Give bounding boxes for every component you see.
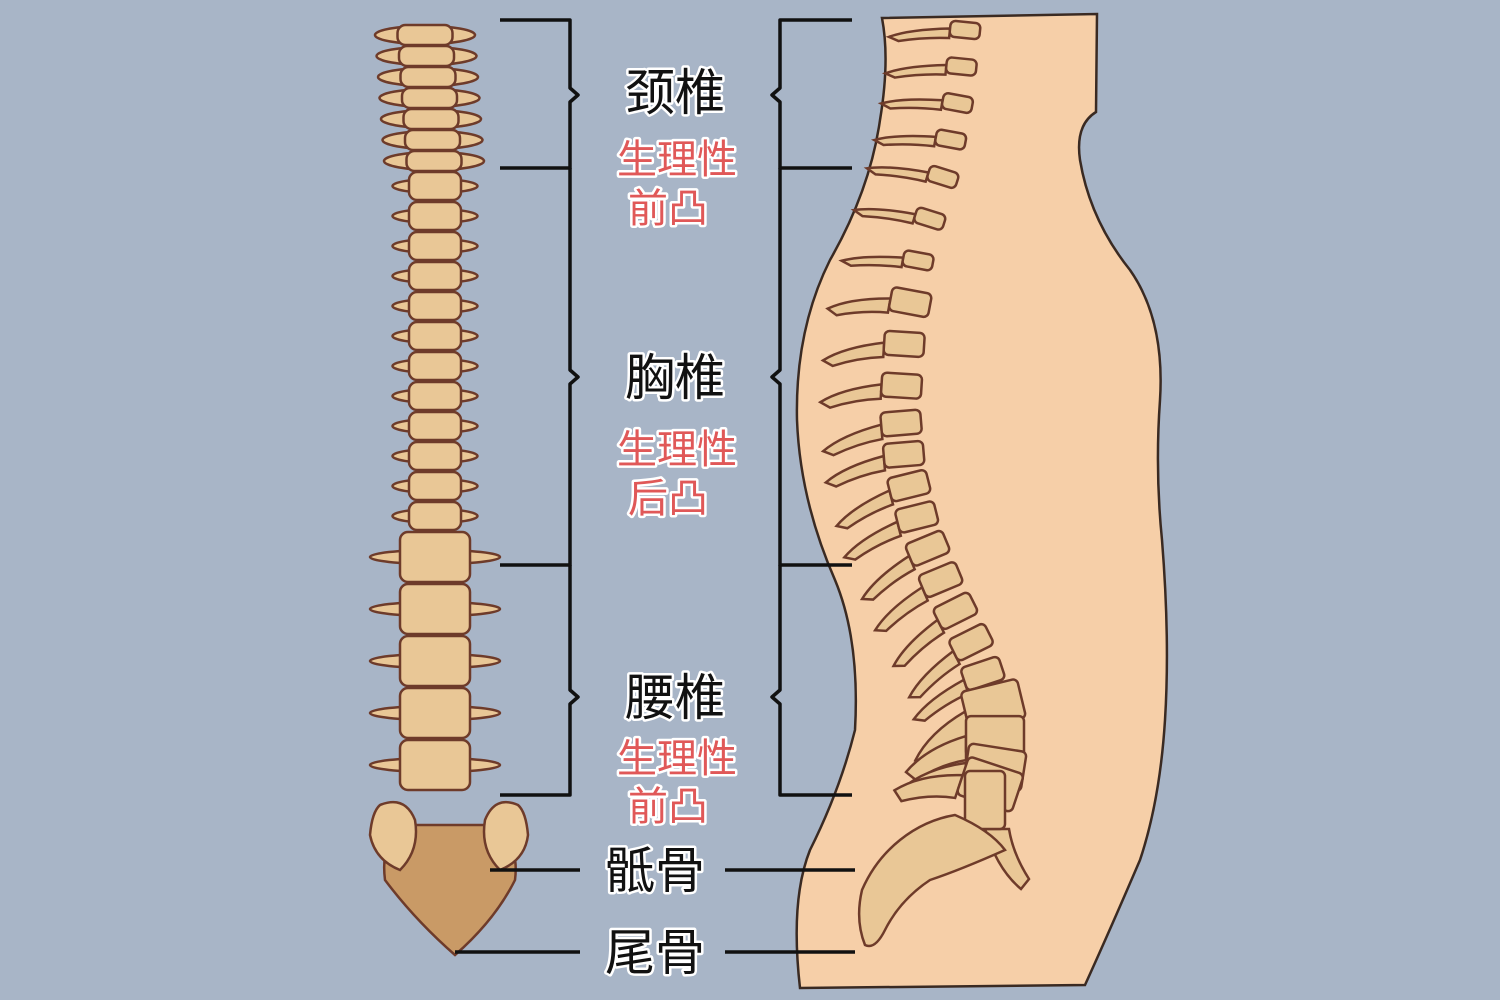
label-cervical: 颈椎 xyxy=(625,64,725,122)
label-thoracic-curve-1: 生理性 xyxy=(617,427,737,473)
front-vertebra xyxy=(391,380,479,412)
label-cervical-curve-1: 生理性 xyxy=(617,137,737,183)
front-vertebra xyxy=(391,350,479,382)
side-vertebra xyxy=(881,56,978,79)
front-ilium-right xyxy=(482,800,530,872)
front-vertebra xyxy=(368,686,502,740)
front-vertebra xyxy=(391,500,479,532)
side-vertebra xyxy=(885,19,982,43)
front-vertebra xyxy=(391,260,479,292)
side-brackets xyxy=(725,18,855,954)
side-vertebra xyxy=(911,655,1006,722)
front-vertebra xyxy=(381,128,484,152)
front-vertebra xyxy=(391,440,479,472)
side-vertebra xyxy=(850,206,947,231)
front-vertebra xyxy=(391,200,479,232)
front-vertebra xyxy=(391,230,479,262)
side-vertebra xyxy=(877,92,975,115)
front-vertebra xyxy=(373,23,477,47)
front-vertebra xyxy=(379,107,483,131)
label-coccyx: 尾骨 xyxy=(605,924,705,982)
front-ilium-left xyxy=(368,800,418,872)
front-vertebra xyxy=(376,65,480,89)
front-vertebra xyxy=(391,170,479,202)
front-vertebra xyxy=(391,290,479,322)
label-lumbar-curve-2: 前凸 xyxy=(628,784,708,830)
front-vertebra xyxy=(382,149,486,173)
label-lumbar-curve-1: 生理性 xyxy=(617,736,737,782)
label-cervical-curve-2: 前凸 xyxy=(628,186,708,232)
front-vertebra xyxy=(378,86,481,110)
side-vertebra xyxy=(891,591,979,668)
front-vertebra xyxy=(391,470,479,502)
side-vertebra xyxy=(863,164,960,190)
side-vertebra xyxy=(859,529,951,601)
front-vertebra xyxy=(375,44,478,68)
side-vertebra xyxy=(838,249,935,272)
side-vertebra xyxy=(820,329,926,368)
front-view-spine xyxy=(368,23,502,792)
front-vertebra xyxy=(368,530,502,584)
front-vertebra xyxy=(391,320,479,352)
front-vertebra xyxy=(368,582,502,636)
label-lumbar: 腰椎 xyxy=(625,669,725,727)
front-vertebra xyxy=(368,738,502,792)
side-vertebra xyxy=(907,622,994,699)
label-thoracic: 胸椎 xyxy=(625,349,725,407)
label-sacrum: 骶骨 xyxy=(605,842,705,900)
side-sacrum xyxy=(857,813,1007,948)
front-brackets xyxy=(455,18,580,954)
side-vertebra xyxy=(872,561,964,633)
side-vertebra xyxy=(823,439,926,488)
side-vertebra xyxy=(842,500,940,561)
front-vertebra xyxy=(391,410,479,442)
side-vertebra xyxy=(817,371,924,409)
label-thoracic-curve-2: 后凸 xyxy=(628,476,708,522)
side-vertebra xyxy=(825,286,933,319)
side-vertebra xyxy=(834,468,932,530)
front-vertebra xyxy=(368,634,502,688)
side-vertebra xyxy=(870,128,968,151)
side-vertebra xyxy=(820,408,923,457)
